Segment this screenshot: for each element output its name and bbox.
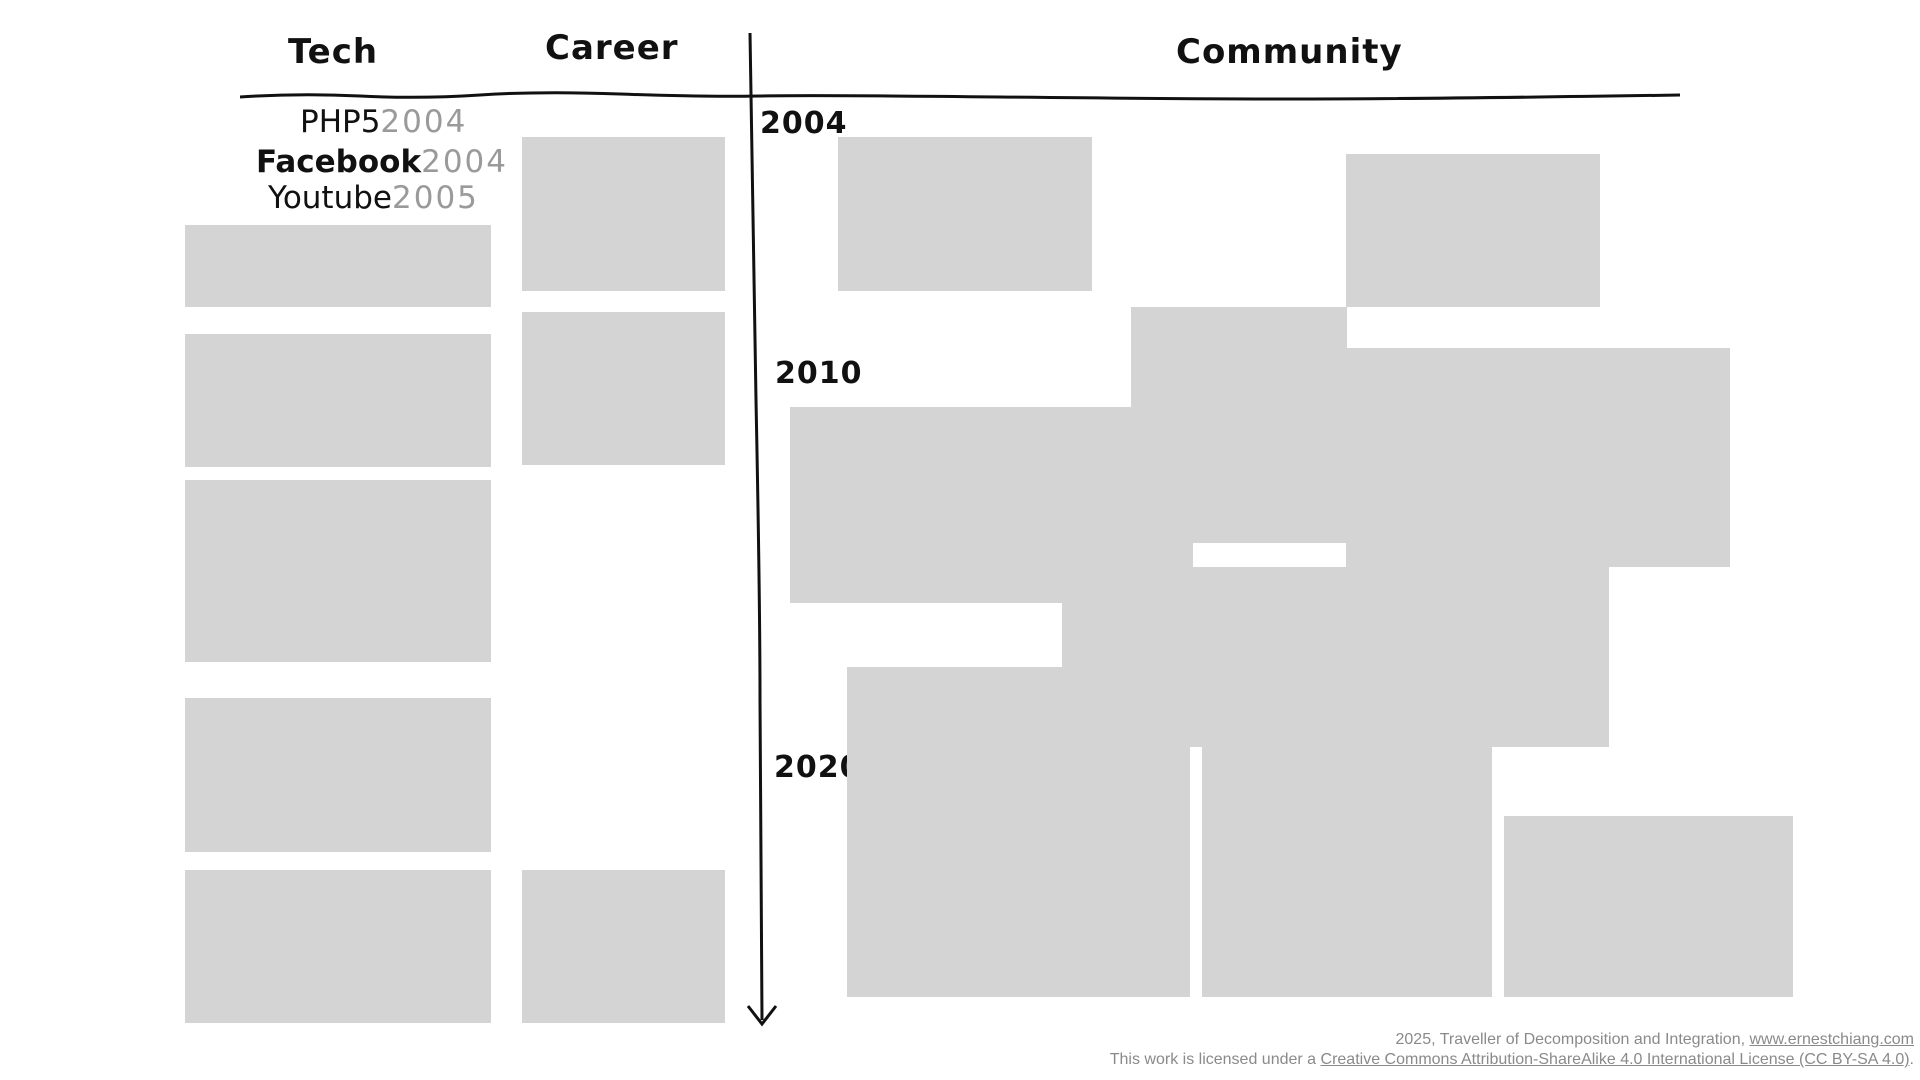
career-placeholder-box <box>522 312 725 465</box>
community-placeholder-box <box>1346 543 1348 567</box>
tech-placeholder-box <box>185 480 491 662</box>
header-divider-line <box>239 91 1681 101</box>
tech-placeholder-box <box>185 334 491 467</box>
tech-item-year: 2004 <box>421 144 508 180</box>
tech-item-year: 2004 <box>380 104 468 140</box>
tech-placeholder-box <box>185 225 491 307</box>
column-heading-tech: Tech <box>288 32 379 72</box>
timeline-axis-line <box>748 32 764 1021</box>
community-placeholder-box <box>1202 747 1492 997</box>
footer-license-end: . <box>1909 1051 1914 1068</box>
career-placeholder-box <box>522 137 725 291</box>
footer-website-link[interactable]: www.ernestchiang.com <box>1749 1031 1914 1048</box>
footer-license-link[interactable]: Creative Commons Attribution-ShareAlike … <box>1320 1051 1910 1068</box>
tech-placeholder-box <box>185 698 491 852</box>
tech-item-name: Youtube <box>268 180 392 216</box>
footer-license: This work is licensed under a Creative C… <box>1110 1051 1914 1069</box>
community-placeholder-box <box>790 407 1348 543</box>
column-heading-community: Community <box>1176 32 1403 72</box>
career-placeholder-box <box>522 870 725 1023</box>
year-marker-2010: 2010 <box>775 356 863 391</box>
column-heading-career: Career <box>545 28 679 68</box>
community-placeholder-box <box>1131 307 1347 407</box>
tech-item-youtube: Youtube2005 <box>268 180 479 216</box>
year-marker-2020: 2020 <box>774 750 862 785</box>
tech-item-name: Facebook <box>256 144 422 180</box>
community-placeholder-box <box>1062 603 1193 667</box>
footer-credit-text: 2025, Traveller of Decomposition and Int… <box>1395 1031 1750 1048</box>
community-placeholder-box <box>838 137 1092 291</box>
community-placeholder-box <box>1346 154 1600 307</box>
community-placeholder-box <box>1346 348 1730 567</box>
community-placeholder-box <box>847 667 1190 997</box>
footer-credit: 2025, Traveller of Decomposition and Int… <box>1396 1031 1915 1049</box>
tech-item-year: 2005 <box>392 180 479 216</box>
tech-item-php5: PHP52004 <box>300 104 467 140</box>
tech-item-facebook: Facebook2004 <box>256 144 508 180</box>
tech-item-name: PHP5 <box>300 104 381 140</box>
timeline-arrow-head <box>746 1005 778 1027</box>
year-marker-2004: 2004 <box>760 106 848 141</box>
community-placeholder-box <box>1504 816 1793 997</box>
tech-placeholder-box <box>185 870 491 1023</box>
footer-license-text: This work is licensed under a <box>1109 1051 1321 1068</box>
